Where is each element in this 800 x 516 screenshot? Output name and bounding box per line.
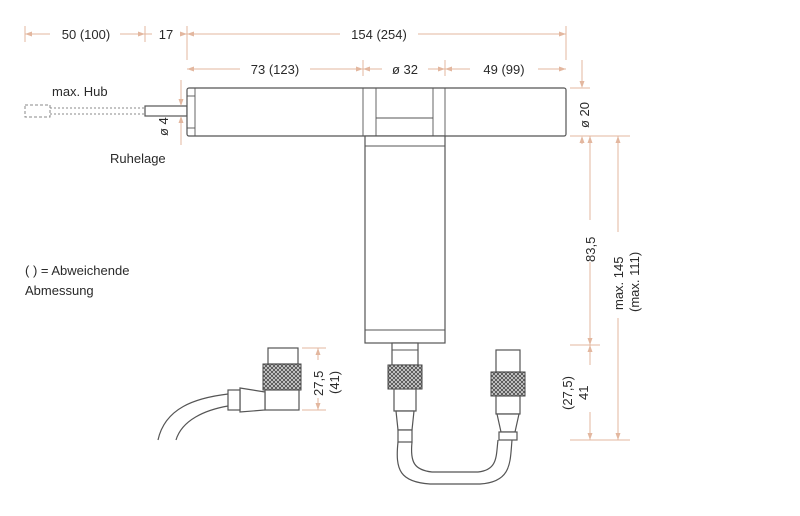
plunger-rod — [144, 105, 188, 117]
dimension-row-second — [187, 60, 566, 76]
angled-connector — [157, 347, 302, 441]
mating-connector — [490, 349, 526, 441]
legend-line-1: ( ) = Abweichende — [25, 263, 129, 278]
dimension-row-top — [24, 26, 567, 60]
dim-total-height: max. 145 — [611, 257, 626, 310]
dim-stroke-length: 50 (100) — [62, 27, 110, 42]
straight-connector — [387, 342, 423, 443]
sensor-stem — [364, 135, 446, 344]
dim-stem-diameter: ø 32 — [392, 62, 418, 77]
body-diameter-mark — [570, 60, 590, 144]
dim-angled-connector-height-alt: (41) — [327, 371, 342, 394]
angled-connector-dim — [302, 347, 326, 411]
stroke-indicator — [24, 104, 145, 118]
dim-left-body: 73 (123) — [251, 62, 299, 77]
dim-rod-length: 17 — [159, 27, 173, 42]
rest-position-label: Ruhelage — [110, 151, 166, 166]
max-stroke-label: max. Hub — [52, 84, 108, 99]
dim-stem-height: 83,5 — [583, 237, 598, 262]
dim-total-length: 154 (254) — [351, 27, 407, 42]
dimension-column-right — [570, 135, 630, 441]
rod-diameter-mark — [178, 80, 184, 145]
dim-total-height-alt: (max. 111) — [627, 252, 642, 312]
dim-body-diameter: ø 20 — [577, 102, 592, 128]
sensor-body — [186, 87, 567, 137]
connecting-cable — [396, 439, 513, 485]
dim-connector-height: 41 — [576, 386, 591, 400]
dim-right-body: 49 (99) — [483, 62, 524, 77]
dim-rod-diameter: ø 4 — [156, 117, 171, 136]
legend-line-2: Abmessung — [25, 283, 94, 298]
dim-connector-height-alt: (27,5) — [560, 376, 575, 410]
dim-angled-connector-height: 27,5 — [311, 371, 326, 396]
